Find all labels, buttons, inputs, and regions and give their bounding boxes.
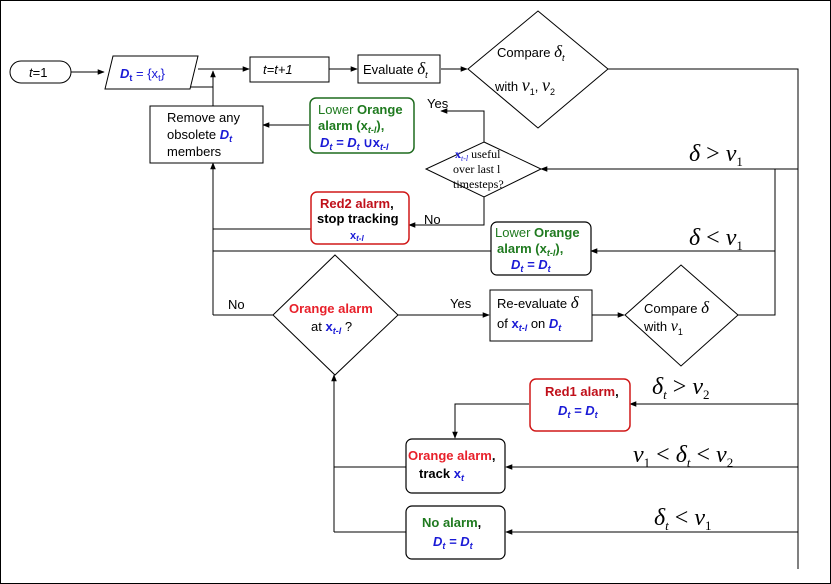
svg-text:with ν1, ν2: with ν1, ν2 <box>494 75 555 97</box>
svg-text:Compare δ: Compare δ <box>644 298 710 317</box>
svg-text:stop tracking: stop tracking <box>317 211 399 226</box>
node-lower-orange-mid: Lower Orange alarm (xt-l), Dt = Dt <box>490 221 592 276</box>
node-compare-mid: Compare δ with ν1 <box>624 264 739 367</box>
edge-compare-mid-loop <box>738 169 776 316</box>
svg-text:t=t+1: t=t+1 <box>263 62 293 77</box>
svg-text:Dt = {xt}: Dt = {xt} <box>120 66 166 83</box>
node-increment: t=t+1 <box>249 56 330 83</box>
cond-delta-t-lt-v1: δt < ν1 <box>654 505 711 533</box>
svg-text:Re-evaluate δ: Re-evaluate δ <box>497 293 580 312</box>
svg-text:Dt = Dt: Dt = Dt <box>558 403 599 420</box>
svg-text:No alarm,: No alarm, <box>422 515 481 530</box>
edge-useful-yes <box>440 108 485 142</box>
svg-text:Red1 alarm,: Red1 alarm, <box>545 384 619 399</box>
node-start: t=1 <box>9 60 72 84</box>
svg-text:Evaluate δt: Evaluate δt <box>363 59 428 80</box>
svg-text:members: members <box>167 144 222 159</box>
node-remove-obsolete: Remove any obsolete Dt members <box>149 105 264 164</box>
node-orange-alarm: Orange alarm, track xt <box>405 438 506 494</box>
svg-text:at xt-l ?: at xt-l ? <box>311 319 352 336</box>
cond-v1-lt-delta-lt-v2: ν1 < δt < ν2 <box>633 442 733 470</box>
node-orange-check: Orange alarm at xt-l ? <box>272 254 399 376</box>
node-useful-check: xt-l useful over last l timesteps? <box>424 141 543 198</box>
svg-text:xt-l: xt-l <box>350 230 364 243</box>
node-evaluate: Evaluate δt <box>357 54 441 84</box>
svg-text:alarm (xt-l),: alarm (xt-l), <box>497 241 563 258</box>
svg-text:Compare δt: Compare δt <box>497 42 565 63</box>
cond-delta-t-gt-v2: δt > ν2 <box>652 374 709 402</box>
svg-text:Dt = Dt ∪xt-l: Dt = Dt ∪xt-l <box>320 135 389 152</box>
svg-text:obsolete Dt: obsolete Dt <box>167 127 233 144</box>
svg-text:alarm (xt-l),: alarm (xt-l), <box>318 118 384 135</box>
svg-text:with ν1: with ν1 <box>643 318 683 337</box>
svg-text:track xt: track xt <box>419 466 465 483</box>
cond-delta-lt-v1: δ < ν1 <box>689 225 743 253</box>
svg-text:Orange alarm: Orange alarm <box>289 301 373 316</box>
node-compare-top: Compare δt with ν1, ν2 <box>467 10 609 129</box>
svg-text:of xt-l on Dt: of xt-l on Dt <box>497 316 562 333</box>
svg-text:Red2 alarm,: Red2 alarm, <box>320 196 394 211</box>
svg-text:Remove any: Remove any <box>167 110 240 125</box>
svg-text:over last l: over last l <box>453 162 501 176</box>
edges <box>71 66 799 569</box>
label-yes-mid: Yes <box>450 296 472 311</box>
label-yes-top: Yes <box>427 96 449 111</box>
svg-text:Dt = Dt: Dt = Dt <box>433 534 474 551</box>
svg-text:t=1: t=1 <box>29 65 47 80</box>
edge-useful-no <box>408 196 485 228</box>
node-no-alarm: No alarm, Dt = Dt <box>405 505 506 560</box>
edge-compare-right-bus <box>607 68 799 569</box>
node-red1: Red1 alarm, Dt = Dt <box>529 378 631 432</box>
svg-text:Lower Orange: Lower Orange <box>318 102 403 117</box>
node-data-input: Dt = {xt} <box>104 55 199 90</box>
node-red2: Red2 alarm, stop tracking xt-l <box>310 191 410 245</box>
edge-red1-to-orange <box>452 403 529 439</box>
svg-text:xt-l useful: xt-l useful <box>455 147 501 163</box>
label-no-top: No <box>424 212 441 227</box>
label-no-left: No <box>228 297 245 312</box>
svg-text:timesteps?: timesteps? <box>453 177 504 191</box>
cond-delta-gt-v1: δ > ν1 <box>689 141 743 169</box>
node-reevaluate: Re-evaluate δ of xt-l on Dt <box>489 289 593 342</box>
node-lower-orange-top: Lower Orange alarm (xt-l), Dt = Dt ∪xt-l <box>309 97 415 154</box>
svg-text:Lower Orange: Lower Orange <box>495 225 580 240</box>
svg-text:Dt = Dt: Dt = Dt <box>511 257 552 274</box>
svg-text:Orange alarm,: Orange alarm, <box>408 448 495 463</box>
